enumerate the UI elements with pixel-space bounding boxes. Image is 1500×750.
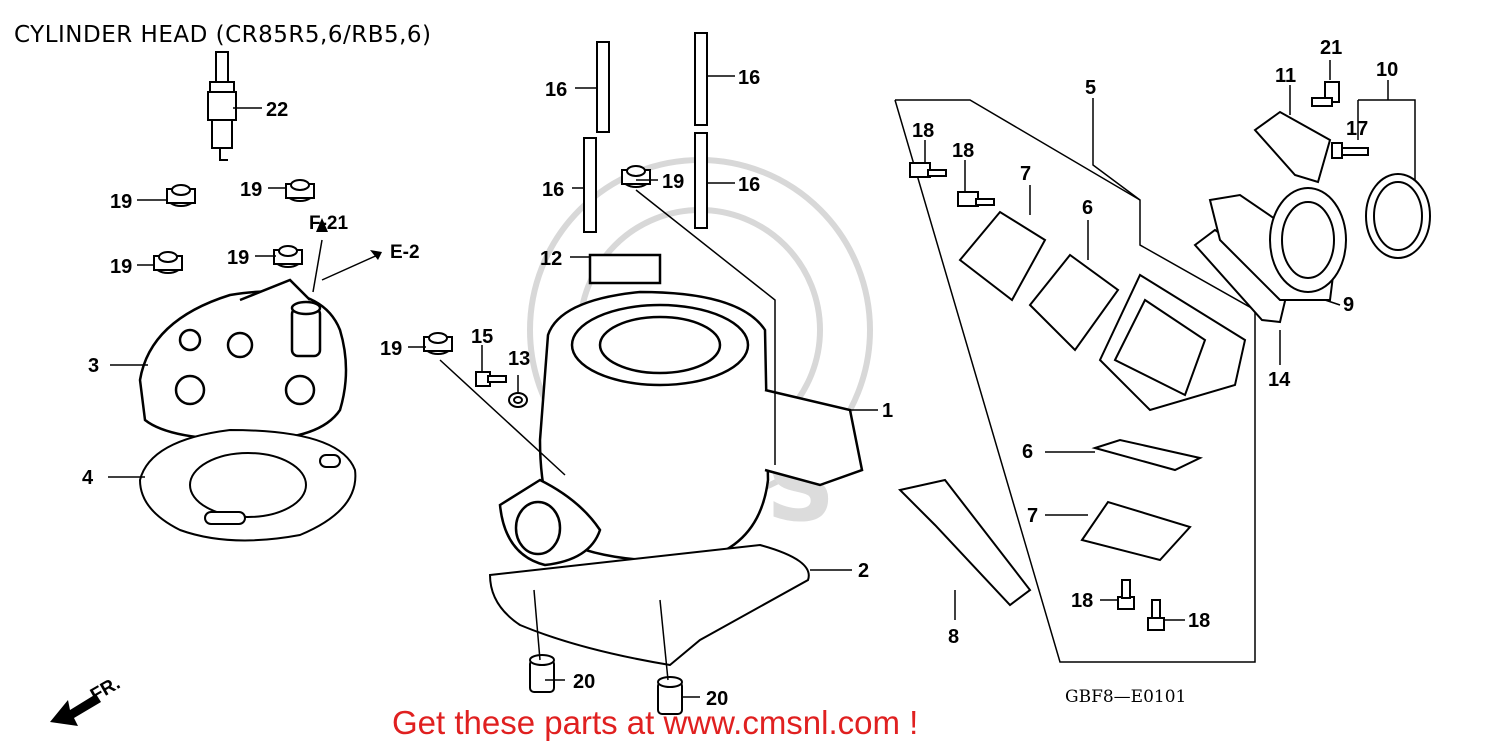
leader-lines <box>108 60 1416 698</box>
nut-group <box>153 165 651 355</box>
callout-7-b: 7 <box>1027 505 1038 527</box>
front-direction-arrow: FR. <box>50 673 124 726</box>
callout-3: 3 <box>88 355 99 377</box>
callout-19-a: 19 <box>110 191 132 213</box>
callout-19-e: 19 <box>380 338 402 360</box>
cylinder-gasket <box>488 543 810 667</box>
bolt-washer <box>475 371 528 408</box>
callout-18-c: 18 <box>1071 590 1093 612</box>
callout-7-a: 7 <box>1020 163 1031 185</box>
callout-17: 17 <box>1346 118 1368 140</box>
callout-5: 5 <box>1085 77 1096 99</box>
callout-16-b: 16 <box>738 67 760 89</box>
cylinder-head <box>138 278 348 442</box>
callout-18-a: 18 <box>912 120 934 142</box>
callout-19-b: 19 <box>240 179 262 201</box>
callout-20-a: 20 <box>573 671 595 693</box>
callout-19-c: 19 <box>110 256 132 278</box>
intake-parts <box>1193 187 1347 324</box>
callout-19-d: 19 <box>227 247 249 269</box>
cylinder <box>498 253 864 567</box>
callout-16-a: 16 <box>545 79 567 101</box>
callout-1: 1 <box>882 400 893 422</box>
stud-group <box>583 32 708 233</box>
diagram-code: GBF8—E0101 <box>1065 687 1187 707</box>
callout-4: 4 <box>82 467 94 489</box>
callout-2: 2 <box>858 560 869 582</box>
callout-11: 11 <box>1275 65 1296 87</box>
callout-19-f: 19 <box>662 171 684 193</box>
callout-18-d: 18 <box>1188 610 1210 632</box>
callout-13: 13 <box>508 348 530 370</box>
callout-9: 9 <box>1343 294 1354 316</box>
ref-e2: E-2 <box>390 242 420 263</box>
head-gasket <box>138 428 357 542</box>
promo-link[interactable]: Get these parts at www.cmsnl.com ! <box>392 704 919 741</box>
reed-valve <box>1098 273 1247 412</box>
clamp-bracket <box>909 81 1431 631</box>
ref-f21: F-21 <box>309 213 349 234</box>
callout-14: 14 <box>1268 369 1291 391</box>
callout-15: 15 <box>471 326 493 348</box>
callout-22: 22 <box>266 99 288 121</box>
callout-10: 10 <box>1376 59 1398 81</box>
reed-valve-box <box>894 99 1256 663</box>
dowel-pins <box>529 654 683 715</box>
callout-20-b: 20 <box>706 688 728 710</box>
callout-16-c: 16 <box>542 179 564 201</box>
callout-21: 21 <box>1320 37 1342 59</box>
page-title: CYLINDER HEAD (CR85R5,6/RB5,6) <box>14 22 432 48</box>
callout-8: 8 <box>948 626 959 648</box>
callout-12: 12 <box>540 248 562 270</box>
callout-numbers: 22 19 19 19 19 19 19 3 4 16 16 16 16 12 … <box>82 37 1398 710</box>
reed-petals <box>958 210 1204 562</box>
spark-plug <box>207 51 237 161</box>
callout-6-b: 6 <box>1022 441 1033 463</box>
callout-18-b: 18 <box>952 140 974 162</box>
callout-16-d: 16 <box>738 174 760 196</box>
reed-gasket <box>898 478 1032 607</box>
callout-6-a: 6 <box>1082 197 1093 219</box>
